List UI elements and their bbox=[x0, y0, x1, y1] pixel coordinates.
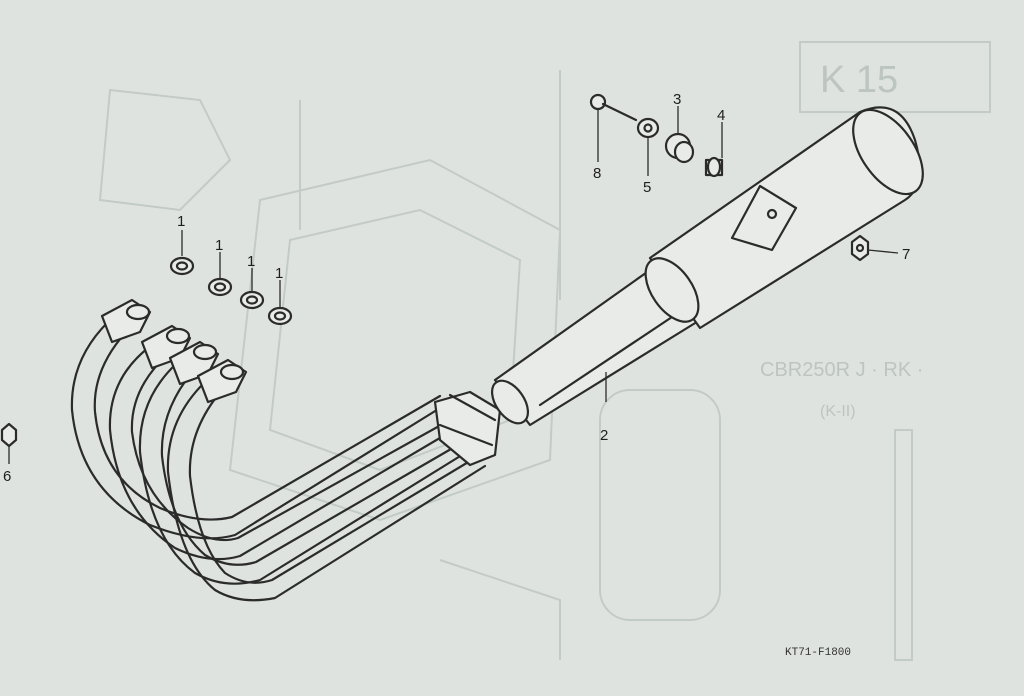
exhaust-header-pipes bbox=[70, 298, 487, 602]
callout-5: 5 bbox=[643, 179, 651, 196]
callout-1d: 1 bbox=[275, 265, 283, 282]
callout-6: 6 bbox=[3, 468, 11, 485]
muffler bbox=[644, 106, 924, 330]
callout-8: 8 bbox=[593, 165, 601, 182]
ghost-side-title: CBR250R J · RK · bbox=[760, 359, 923, 381]
callout-numbers: 1 1 1 1 2 3 4 5 6 7 8 bbox=[3, 91, 910, 485]
callout-3: 3 bbox=[673, 91, 681, 108]
ghost-side-sub: (K-II) bbox=[820, 403, 856, 420]
callout-2: 2 bbox=[600, 427, 608, 444]
ghost-page-box: K 15 bbox=[820, 59, 898, 101]
callout-1c: 1 bbox=[247, 253, 255, 270]
callout-leaders bbox=[8, 106, 899, 464]
callout-7: 7 bbox=[902, 246, 910, 263]
reference-code: KT71-F1800 bbox=[785, 647, 851, 659]
background-ghost-drawing: K 15 CBR250R J · RK · (K-II) bbox=[98, 41, 991, 661]
callout-4: 4 bbox=[717, 107, 725, 124]
callout-1a: 1 bbox=[177, 213, 185, 230]
exhaust-collector bbox=[433, 268, 702, 467]
hardware-parts bbox=[0, 93, 870, 448]
callout-1b: 1 bbox=[215, 237, 223, 254]
